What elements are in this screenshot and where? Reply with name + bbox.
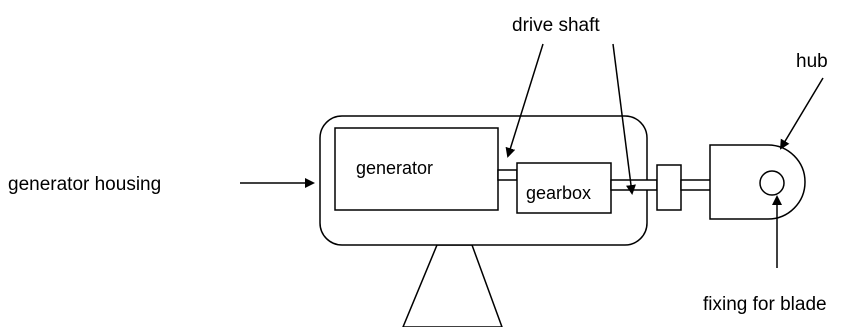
shaft-coupling: [656, 164, 682, 211]
label-gearbox: gearbox: [526, 183, 591, 203]
gearbox-box: [516, 162, 612, 214]
arrow-drive-shaft-left: [505, 43, 544, 158]
gearbox-shaft: [610, 179, 658, 191]
label-drive-shaft: drive shaft: [512, 15, 600, 36]
generator-shaft: [497, 169, 518, 181]
label-fixing-for-blade: fixing for blade: [703, 294, 827, 315]
label-hub: hub: [796, 51, 828, 72]
arrow-hub: [779, 77, 824, 150]
tower-stand: [402, 244, 503, 327]
label-generator-housing: generator housing: [8, 174, 161, 195]
blade-fixing-hole: [759, 170, 785, 196]
arrow-drive-shaft-right: [612, 43, 636, 195]
label-generator: generator: [356, 158, 433, 178]
hub-body: [709, 144, 806, 220]
generator-box: [334, 127, 499, 211]
